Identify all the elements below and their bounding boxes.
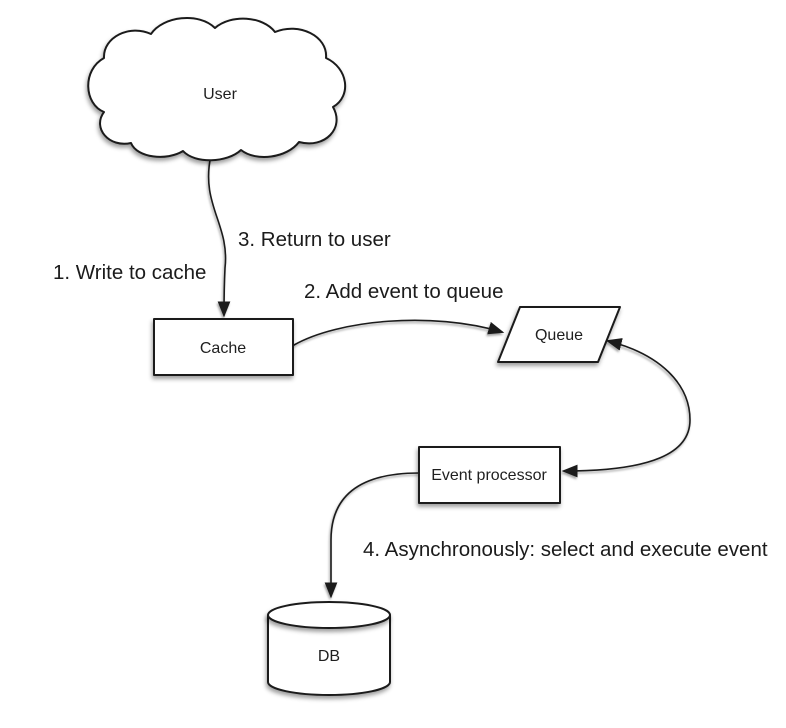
edge-label-return-to-user: 3. Return to user — [238, 228, 391, 251]
db-node-label: DB — [318, 648, 340, 665]
event-processor-node-shape — [418, 446, 561, 504]
event-processor-node-label: Event processor — [431, 467, 547, 484]
user-node-label: User — [203, 86, 237, 103]
edge-label-group: 1. Write to cache 3. Return to user 2. A… — [53, 228, 768, 561]
edge-label-add-event-to-queue: 2. Add event to queue — [304, 280, 503, 303]
edge-event-processor-to-db — [324, 472, 420, 599]
edge-label-write-to-cache: 1. Write to cache — [53, 261, 206, 284]
cache-node-shape — [153, 318, 294, 376]
user-cloud-shape — [87, 16, 347, 162]
edge-queue-to-event-processor — [561, 338, 691, 478]
edge-group — [207, 154, 691, 599]
edge-label-async-select-execute: 4. Asynchronously: select and execute ev… — [363, 538, 768, 561]
queue-node-shape — [497, 306, 621, 363]
edge-cache-to-queue — [293, 319, 505, 346]
edge-user-to-cache — [207, 154, 231, 318]
db-node-top — [267, 601, 391, 629]
db-node-body — [267, 614, 391, 696]
queue-node-label: Queue — [535, 327, 583, 344]
cache-node-label: Cache — [200, 340, 246, 357]
node-group: User Cache Queue Event processor DB — [87, 16, 621, 696]
